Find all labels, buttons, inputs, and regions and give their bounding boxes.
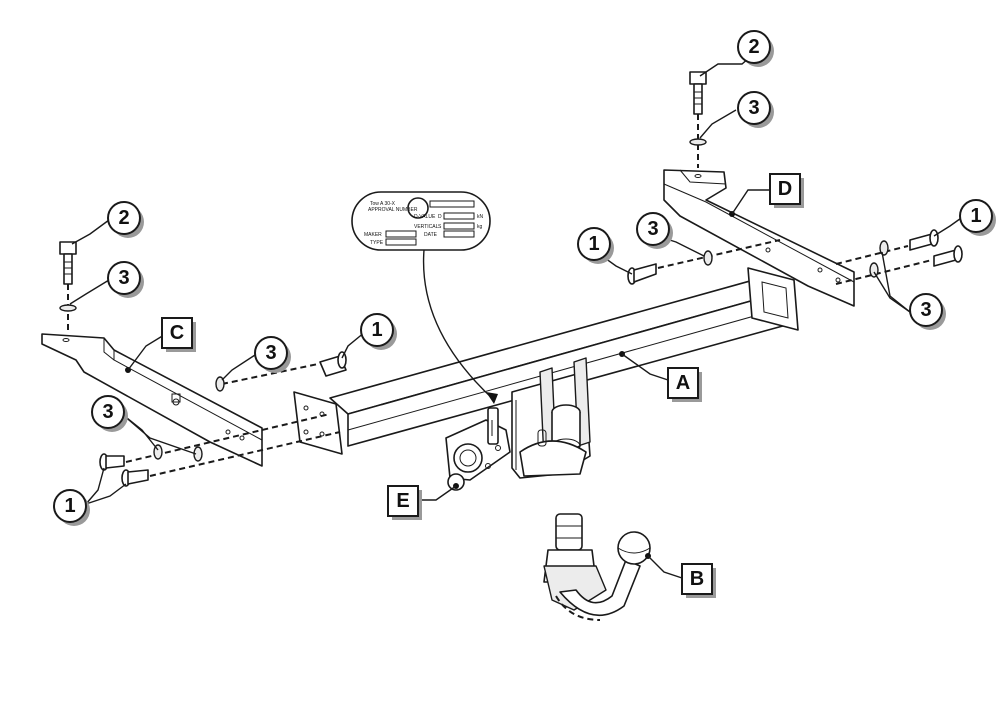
bolt-left-vertical bbox=[59, 241, 77, 285]
washer-right-upper bbox=[879, 240, 889, 256]
bolt-left-lower-2 bbox=[121, 469, 149, 487]
washer-left-upper bbox=[215, 376, 225, 392]
bracket-c bbox=[41, 333, 263, 467]
callout-1-center-left: 1 bbox=[360, 313, 397, 350]
callout-3-left-lower: 3 bbox=[91, 395, 128, 432]
center-mount bbox=[511, 357, 591, 479]
callout-3-center-right-label: 3 bbox=[647, 218, 658, 240]
plate-line2: APPROVAL NUMBER bbox=[368, 207, 418, 213]
callout-a: A bbox=[667, 367, 702, 402]
washer-left-vertical bbox=[59, 304, 77, 312]
callout-2-top: 2 bbox=[737, 30, 774, 67]
callout-c-label: C bbox=[170, 322, 184, 344]
callout-1-bottom-left: 1 bbox=[53, 489, 90, 526]
callout-e: E bbox=[387, 485, 422, 520]
callout-b: B bbox=[681, 563, 716, 598]
callout-3-center-right: 3 bbox=[636, 212, 673, 249]
bolt-left-lower-1 bbox=[99, 453, 125, 471]
plate-type: TYPE bbox=[370, 240, 384, 246]
bolt-right-upper bbox=[909, 229, 939, 251]
callout-e-label: E bbox=[396, 490, 409, 512]
callout-3-top-label: 3 bbox=[748, 97, 759, 119]
plate-d-letter: D bbox=[438, 214, 442, 220]
callout-d: D bbox=[769, 173, 804, 208]
callout-3-far-right: 3 bbox=[909, 293, 946, 330]
callout-3-center-left-label: 3 bbox=[265, 342, 276, 364]
callout-3-left-lower-label: 3 bbox=[102, 401, 113, 423]
bolt-right-left-side bbox=[627, 263, 657, 285]
plate-line1: Tow A 30-X bbox=[370, 201, 396, 207]
plate-s-unit: kg bbox=[477, 224, 483, 230]
callout-2-left-label: 2 bbox=[118, 207, 129, 229]
callout-b-label: B bbox=[690, 568, 704, 590]
plate-d-unit: kN bbox=[477, 214, 484, 220]
bolt-right-vertical bbox=[689, 71, 707, 115]
plate-date: DATE bbox=[424, 232, 438, 238]
washer-right-left-side bbox=[703, 250, 713, 266]
callout-c: C bbox=[161, 317, 196, 352]
callout-1-center-right-label: 1 bbox=[588, 233, 599, 255]
callout-3-left-upper-label: 3 bbox=[118, 267, 129, 289]
callout-3-top: 3 bbox=[737, 91, 774, 128]
plate-s-label: VERTICAL bbox=[414, 224, 439, 230]
bracket-d bbox=[663, 169, 855, 307]
callout-1-far-right: 1 bbox=[959, 199, 996, 236]
callouts: 2 3 2 3 C D bbox=[53, 30, 996, 598]
plate-d-label: D-VALUE bbox=[414, 214, 436, 220]
callout-d-label: D bbox=[778, 178, 792, 200]
bolt-right-lower bbox=[933, 245, 963, 267]
washer-right-lower bbox=[869, 262, 879, 278]
washer-right-vertical bbox=[689, 138, 707, 146]
callout-1-center-right: 1 bbox=[577, 227, 614, 264]
callout-a-label: A bbox=[676, 372, 690, 394]
callout-1-far-right-label: 1 bbox=[970, 205, 981, 227]
callout-1-bottom-left-label: 1 bbox=[64, 495, 75, 517]
callout-3-far-right-label: 3 bbox=[920, 299, 931, 321]
plate-maker: MAKER bbox=[364, 232, 382, 238]
leader-lines bbox=[69, 51, 965, 579]
plate-s-letter: S bbox=[438, 224, 442, 230]
towball-b bbox=[543, 513, 651, 621]
callout-3-center-left: 3 bbox=[254, 336, 291, 373]
crossbar-a bbox=[293, 267, 799, 455]
callout-2-top-label: 2 bbox=[748, 36, 759, 58]
callout-2-left: 2 bbox=[107, 201, 144, 238]
callout-3-left-upper: 3 bbox=[107, 261, 144, 298]
callout-1-center-left-label: 1 bbox=[371, 319, 382, 341]
identification-plate: Tow A 30-X APPROVAL NUMBER D-VALUE D kN … bbox=[351, 191, 498, 404]
bolt-left-upper bbox=[319, 351, 347, 377]
socket-bracket-e bbox=[445, 407, 511, 491]
